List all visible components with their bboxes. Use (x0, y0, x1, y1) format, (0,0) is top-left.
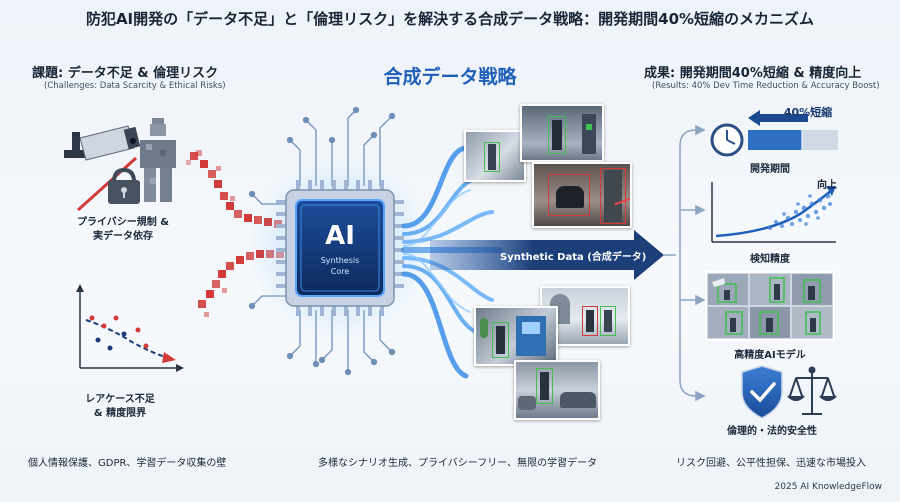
ethics-label: 倫理的・法的安全性 (727, 426, 817, 437)
challenges-subtitle: (Challenges: Data Scarcity & Ethical Ris… (44, 81, 226, 91)
scales-of-justice-icon (787, 366, 837, 415)
accuracy-label: 検知精度 (750, 254, 790, 265)
credit-text: 2025 AI KnowledgeFlow (774, 482, 882, 492)
synthetic-image-atm (474, 306, 558, 366)
results-footer: リスク回避、公平性担保、迅速な市場投入 (676, 458, 866, 469)
synthetic-image-parking-rain (514, 360, 600, 420)
privacy-label-line2: 実データ依存 (93, 231, 153, 242)
chip-sub-label-2: Core (330, 267, 350, 276)
chip-main-label: AI (325, 221, 355, 251)
clock-icon (710, 123, 744, 157)
rare-case-chart (76, 284, 184, 372)
synthetic-image-corridor (464, 130, 526, 182)
dev-time-reduction-bar (748, 110, 838, 152)
synthetic-data-arrow (430, 230, 664, 280)
page-title: 防犯AI開発の「データ不足」と「倫理リスク」を解決する合成データ戦略：開発期間4… (85, 10, 815, 28)
accuracy-up-label: 向上 (817, 180, 837, 191)
shield-check-icon (741, 365, 783, 419)
accuracy-chart (711, 182, 836, 243)
rare-case-label-line2: & 精度限界 (93, 408, 147, 419)
chip-sub-label-1: Synthesis (320, 256, 360, 265)
dev-time-label: 開発期間 (750, 164, 790, 175)
strategy-title: 合成データ戦略 (383, 66, 517, 88)
ai-chip-icon (276, 180, 404, 316)
padlock-icon (108, 167, 140, 204)
results-subtitle: (Results: 40% Dev Time Reduction & Accur… (652, 81, 880, 91)
strategy-footer: 多様なシナリオ生成、プライバシーフリー、無限の学習データ (318, 458, 598, 469)
synthetic-image-night-door (520, 104, 604, 162)
ai-model-monitor (705, 271, 835, 341)
challenges-title: 課題: データ不足 & 倫理リスク (32, 66, 219, 81)
challenges-footer: 個人情報保護、GDPR、学習データ収集の壁 (28, 458, 227, 469)
results-title: 成果: 開発期間40%短縮 & 精度向上 (644, 66, 862, 81)
rare-case-label-line1: レアケース不足 (85, 394, 155, 405)
pixelated-person-icon (140, 118, 176, 202)
synthetic-data-label: Synthetic Data (合成データ) (500, 252, 647, 263)
privacy-label-line1: プライバシー規制 & (76, 217, 169, 228)
results-bracket (664, 124, 706, 402)
model-label: 高精度AIモデル (734, 350, 806, 361)
dev-time-badge: 40%短縮 (783, 106, 833, 119)
synthetic-image-break-in (532, 162, 632, 228)
cctv-camera-icon (64, 125, 141, 161)
prohibition-slash-icon (76, 156, 138, 212)
